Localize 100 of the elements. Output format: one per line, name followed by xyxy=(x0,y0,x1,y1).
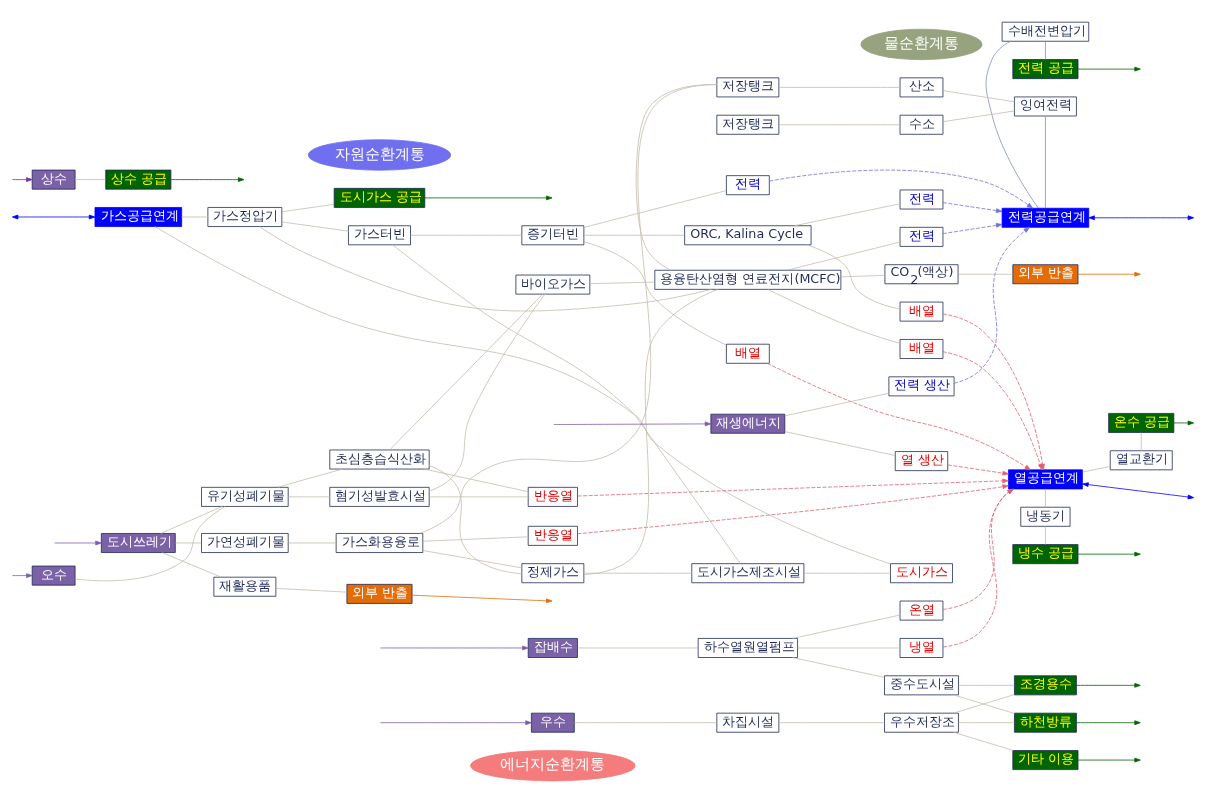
node-box: 정제가스 xyxy=(521,562,585,583)
node-box: 열 생산 xyxy=(894,450,949,471)
connector xyxy=(953,731,1014,751)
node-box: 가스정압기 xyxy=(207,206,283,227)
arrow xyxy=(942,488,1014,647)
connector xyxy=(792,614,901,639)
arrow xyxy=(1088,214,1195,220)
node-box: 우수 xyxy=(531,712,575,733)
node-box: 조경용수 xyxy=(1014,674,1077,695)
node-box: 냉열 xyxy=(899,637,944,658)
arrow xyxy=(424,195,553,200)
connector xyxy=(428,293,546,492)
connector xyxy=(74,178,106,180)
connector xyxy=(792,656,885,678)
node-box: 도시가스 공급 xyxy=(333,187,426,208)
node-box: 기타 이용 xyxy=(1012,749,1079,770)
node-box: 반응열 xyxy=(527,525,578,546)
connector xyxy=(942,89,1015,102)
connector xyxy=(784,430,896,456)
arrow xyxy=(1076,719,1141,725)
arrow xyxy=(11,214,96,219)
connector xyxy=(797,647,901,648)
node-box: 외부 반출 xyxy=(1012,263,1079,284)
connector xyxy=(589,281,656,284)
connector xyxy=(389,293,543,450)
connector xyxy=(275,587,348,593)
connector xyxy=(767,288,901,344)
node-box: 수소 xyxy=(899,114,944,135)
arrow xyxy=(1082,481,1195,499)
arrow xyxy=(947,464,1009,475)
arrow xyxy=(1077,271,1141,277)
node-box: 온열 xyxy=(899,600,944,621)
connector xyxy=(778,721,885,723)
connector xyxy=(429,464,523,574)
node-box: 가스터빈 xyxy=(348,224,411,245)
connector xyxy=(160,505,223,534)
arrow xyxy=(1077,66,1141,71)
node-box: 잉여전력 xyxy=(1014,96,1077,116)
node-box: 초심층습식산화 xyxy=(329,449,430,469)
arrow xyxy=(942,201,1003,213)
node-box: 저장탱크 xyxy=(716,114,780,135)
connector xyxy=(1045,40,1046,60)
connector xyxy=(778,86,901,88)
arrow xyxy=(380,645,529,650)
connector xyxy=(392,244,741,564)
connector xyxy=(942,110,1015,122)
connector xyxy=(583,240,727,345)
node-ellipse: 에너지순환계통 xyxy=(470,749,636,781)
connector xyxy=(1140,431,1142,451)
node-box: 산소 xyxy=(899,76,944,97)
arrow xyxy=(1077,757,1141,762)
connector xyxy=(583,288,718,575)
connector xyxy=(573,721,718,723)
arrow xyxy=(577,483,1009,534)
connector xyxy=(175,542,202,543)
connector xyxy=(181,216,209,217)
connector xyxy=(985,40,1039,208)
node-box: 바이오가스 xyxy=(515,274,591,294)
connector xyxy=(583,572,693,574)
node-box: 전력 생산 xyxy=(888,375,955,396)
node-box: 증기터빈 xyxy=(521,224,585,245)
node-box: 도시가스제조시설 xyxy=(691,562,805,583)
node-box: 상수 xyxy=(31,169,76,190)
node-ellipse: 물순환계통 xyxy=(860,28,983,60)
arrow xyxy=(411,594,553,603)
node-box: 전력 공급 xyxy=(1012,58,1079,79)
connector xyxy=(277,468,344,488)
connector xyxy=(577,647,699,648)
connector xyxy=(806,243,901,309)
node-box: ORC, Kalina Cycle xyxy=(684,224,812,245)
connector xyxy=(1045,525,1046,545)
node-box: 가스화용융로 xyxy=(335,532,424,553)
node-box: 열교환기 xyxy=(1109,449,1173,470)
node-box: 차집시설 xyxy=(716,712,780,733)
node-box: 재활용품 xyxy=(213,576,277,597)
node-box: 중수도시설 xyxy=(884,674,959,695)
connector xyxy=(958,684,1015,686)
arrow xyxy=(12,572,33,578)
connector xyxy=(281,203,335,212)
node-box: 열공급연계 xyxy=(1008,468,1083,489)
connector xyxy=(419,83,718,534)
connector xyxy=(957,273,1014,275)
node-box: 유기성폐기물 xyxy=(201,486,289,507)
node-box: 상수 공급 xyxy=(105,169,172,190)
connector xyxy=(786,241,901,271)
node-box: 전력 xyxy=(899,189,944,209)
connector xyxy=(784,392,890,416)
connector xyxy=(288,496,331,497)
node-box: 재생에너지 xyxy=(710,413,786,434)
arrow xyxy=(1077,551,1141,556)
node-box: 전력공급연계 xyxy=(1001,207,1090,228)
node-box: 오수 xyxy=(31,565,76,586)
connector xyxy=(583,234,685,236)
node-box: 가스공급연계 xyxy=(94,206,183,227)
node-box: 배열 xyxy=(899,301,944,322)
connector xyxy=(410,234,523,236)
node-box: 하천방류 xyxy=(1014,712,1077,733)
node-box: 도시쓰레기 xyxy=(100,532,176,553)
arrow xyxy=(54,540,102,545)
arrow xyxy=(1173,420,1194,425)
